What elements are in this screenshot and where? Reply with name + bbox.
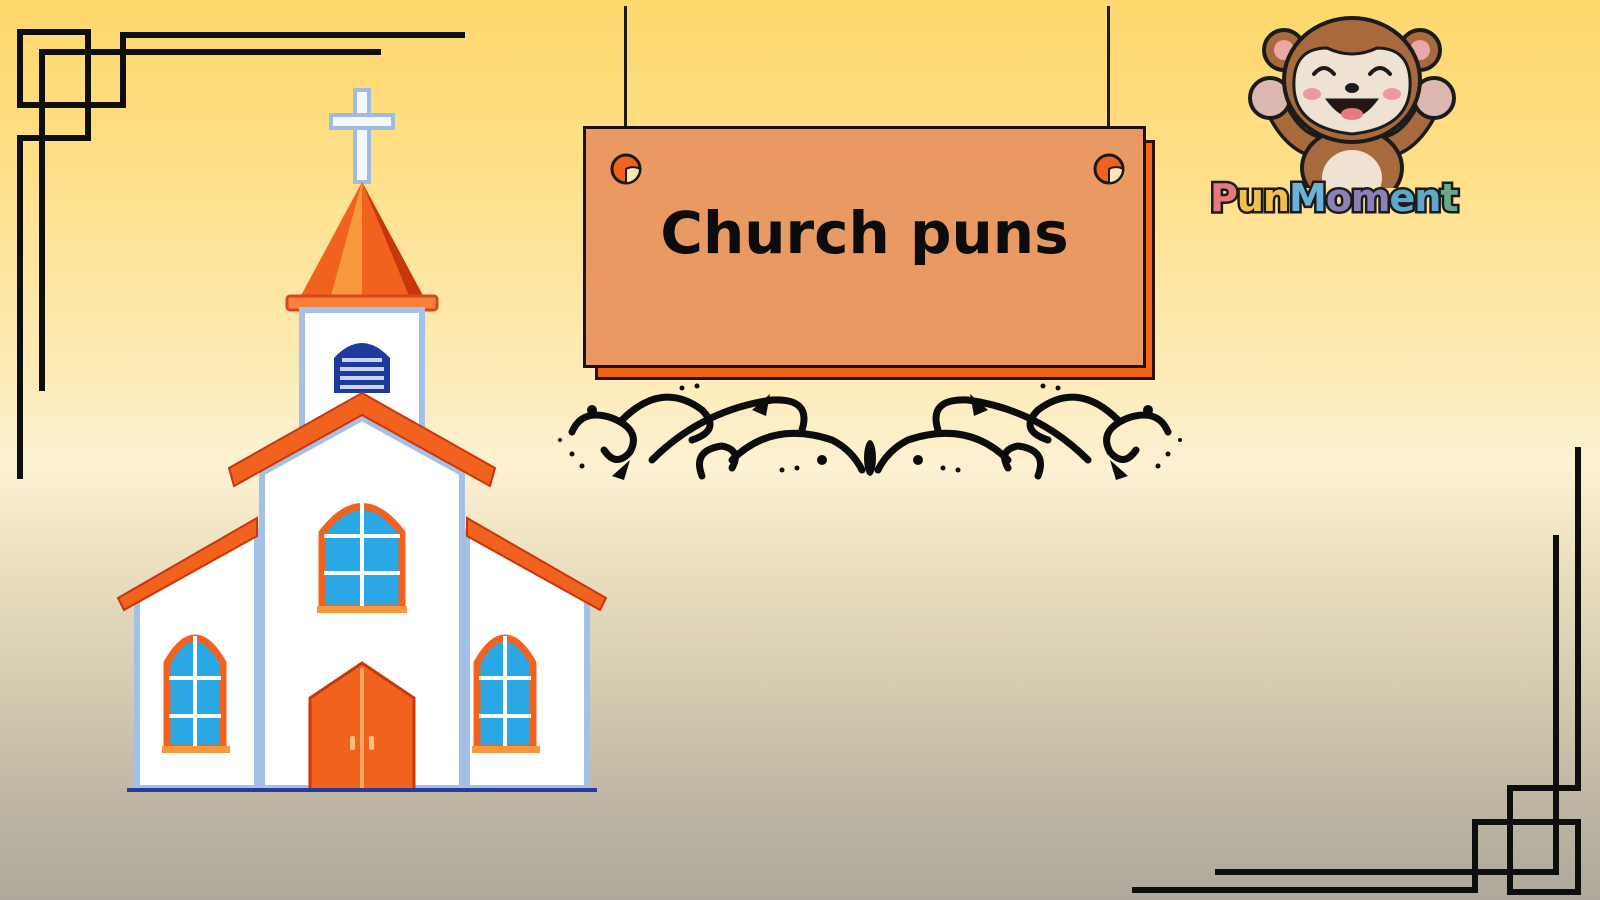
page-title: Church puns [660, 199, 1069, 267]
brand-letter: m [1348, 174, 1393, 223]
sign-rope-left [624, 6, 627, 171]
brand-letter: u [1234, 174, 1266, 223]
brand-letter: M [1286, 174, 1329, 223]
sign-board: Church puns [583, 126, 1146, 368]
monkey-waving-icon [1248, 16, 1456, 188]
corner-ornament-top-left [17, 29, 465, 479]
brand-letter: o [1323, 174, 1354, 223]
brand-letter: e [1387, 174, 1418, 223]
sign-rope-right [1107, 6, 1110, 171]
brand-letter: n [1412, 174, 1444, 223]
church-icon [116, 88, 608, 792]
brand-letter: t [1438, 174, 1461, 223]
sign-hook-right-icon [1093, 153, 1125, 185]
corner-ornament-bottom-right [1132, 447, 1581, 895]
brand-letter: P [1208, 174, 1241, 223]
brand-letter: n [1260, 174, 1292, 223]
brand-logo: PunMoment [1208, 174, 1462, 223]
sign-hook-left-icon [610, 153, 642, 185]
title-sign: Church puns [583, 0, 1163, 390]
floral-flourish-divider [558, 383, 1182, 480]
